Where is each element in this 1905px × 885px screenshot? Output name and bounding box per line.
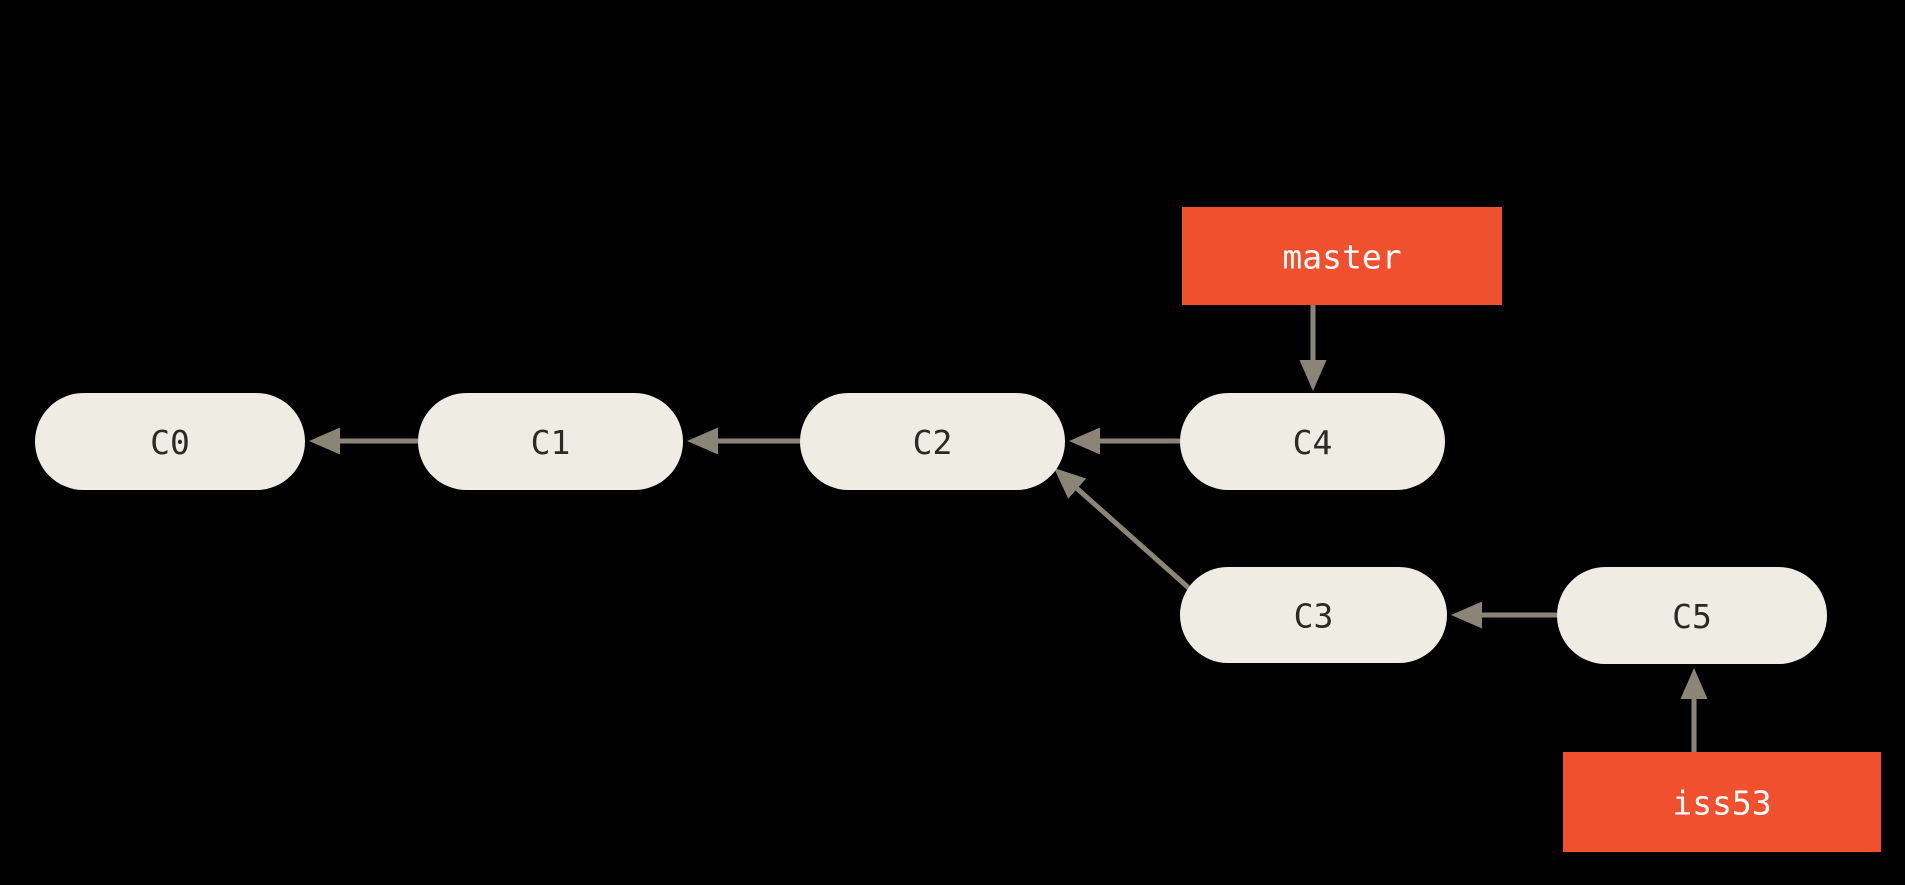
arrow-c2-to-c1	[687, 427, 800, 455]
branch-label-box-iss53	[1563, 752, 1881, 852]
arrow-c1-to-c0-head	[309, 427, 340, 455]
commit-label-C4: C4	[1293, 423, 1333, 462]
commit-node-C4: C4	[1180, 393, 1445, 490]
commit-node-shape-C0	[35, 393, 305, 490]
branch-label-box-master	[1182, 207, 1502, 305]
branch-label-iss53: iss53	[1563, 752, 1881, 852]
commit-node-shape-C1	[418, 393, 683, 490]
arrow-master-to-c4-head	[1299, 360, 1327, 391]
commit-node-C3: C3	[1180, 567, 1447, 663]
commit-node-C0: C0	[35, 393, 305, 490]
arrow-c3-to-c2-head	[1054, 468, 1087, 499]
commit-node-C1: C1	[418, 393, 683, 490]
branch-label-master: master	[1182, 207, 1502, 305]
arrow-c1-to-c0	[309, 427, 418, 455]
commit-label-C3: C3	[1294, 597, 1334, 636]
commit-label-C1: C1	[531, 423, 571, 462]
arrow-c5-to-c3-head	[1451, 601, 1482, 629]
arrow-c5-to-c3	[1451, 601, 1557, 629]
arrow-c4-to-c2-head	[1069, 427, 1100, 455]
arrow-c3-to-c2-line	[1075, 486, 1193, 592]
arrow-c2-to-c1-head	[687, 427, 718, 455]
arrow-iss53-to-c5-head	[1680, 668, 1708, 699]
commit-label-C2: C2	[913, 423, 953, 462]
commit-node-shape-C5	[1557, 567, 1827, 664]
commit-node-shape-C3	[1180, 567, 1447, 663]
branch-label-text-iss53: iss53	[1672, 784, 1771, 823]
arrow-iss53-to-c5	[1680, 668, 1708, 752]
arrow-master-to-c4	[1299, 305, 1327, 391]
arrow-c4-to-c2	[1069, 427, 1180, 455]
commit-label-C0: C0	[150, 423, 190, 462]
commit-label-C5: C5	[1672, 597, 1712, 636]
commit-node-shape-C4	[1180, 393, 1445, 490]
commit-node-shape-C2	[800, 393, 1065, 490]
branch-label-text-master: master	[1282, 238, 1401, 277]
arrow-c3-to-c2	[1054, 468, 1193, 592]
commit-node-C2: C2	[800, 393, 1065, 490]
commit-node-C5: C5	[1557, 567, 1827, 664]
